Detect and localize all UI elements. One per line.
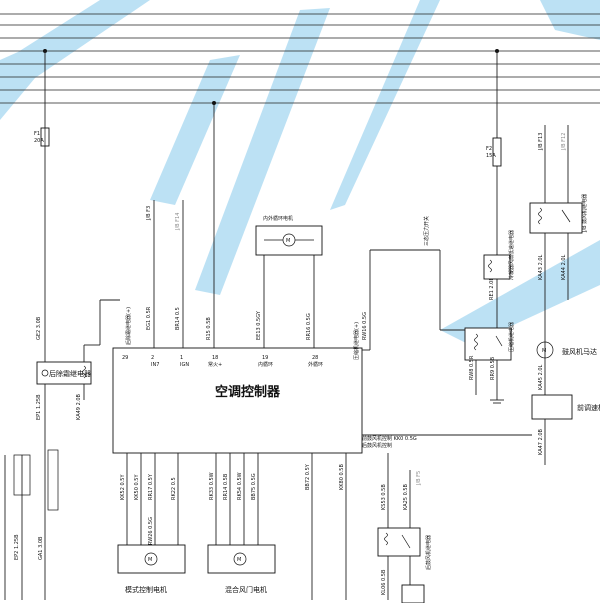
circulation-motor-label: 内外循环电机: [263, 215, 293, 222]
rear-defrost-relay-label: 后除霜继电器: [49, 369, 91, 378]
svg-text:M: M: [542, 348, 546, 354]
wire-kk52: KK52 0.5Y: [120, 474, 126, 500]
pressure-switch-label: 三态压力开关: [423, 216, 430, 246]
fuse-f1-branch: F1 20A GE2 3.0B: [34, 49, 50, 345]
ac-controller: 空调控制器 29 2 IN7 1 IGN 18 常火+ 19 内循环 28 外循…: [112, 307, 417, 454]
fuse-ref-3: J/B F13: [538, 133, 544, 151]
wire-kl06: KL06 0.5B: [381, 569, 387, 595]
fan-relay: 冷凝器风扇低速继电器: [439, 230, 515, 331]
blend-motor: M 混合风门电机: [207, 544, 276, 594]
wire-bb75: BB75 0.5G: [251, 473, 257, 500]
fuse-f2-branch: F2 15A RE1 2.0B: [486, 49, 502, 328]
wire-rr14: RR14 0.5B: [223, 473, 229, 500]
fuse-ref-4: J/B F12: [561, 133, 567, 151]
wire-kk80: KK80 0.5B: [339, 464, 345, 490]
wire-ka43: KA43 2.0L: [538, 254, 544, 280]
wire-eg1: EG1 0.5R: [146, 306, 152, 330]
note-rear-blower2: 后鼓风机控制: [362, 442, 392, 449]
ecu-pin-19-label: 内循环: [258, 361, 273, 368]
wire-rk33: RK33 0.5W: [209, 472, 215, 500]
mode-motor-label: 模式控制电机: [125, 585, 167, 594]
power-bus: [0, 13, 600, 104]
ecu-pin-28-label: 外循环: [308, 361, 323, 368]
wire-ep2: EP2 1.25B: [14, 534, 20, 560]
wire-rw8: RW8 0.5R: [469, 355, 475, 380]
relay-main-label: J/B 鼓风机继电器: [581, 194, 588, 233]
ecu-pin-1: 1: [180, 355, 183, 361]
rear-defrost-relay: 后除霜继电器 EP1 1.25B KA49 2.0B: [36, 299, 120, 540]
fuse-f1-id: F1: [34, 131, 40, 137]
blend-motor-label: 混合风门电机: [225, 585, 267, 594]
wire-kk50: KK50 0.5Y: [134, 474, 140, 500]
wire-rk22: RK22 0.5: [171, 477, 177, 500]
blower-speed-label: 前调速模块: [577, 403, 600, 412]
wire-rw26: RW26 0.5G: [148, 517, 154, 545]
rear-blower-relay: 后鼓风机继电器 KS53 0.5B KA25 0.5B KL06 0.5B J/…: [377, 453, 432, 603]
blower-motor-label: 鼓风机马达: [562, 347, 597, 356]
svg-text:M: M: [237, 557, 241, 563]
wire-ks53: KS53 0.5B: [381, 484, 387, 510]
compressor-relay: 压缩机继电器 RW8 0.5R RR9 0.5B: [464, 322, 515, 404]
wire-br14: BR14 0.5: [175, 307, 181, 330]
wire-ka49: KA49 2.0B: [76, 393, 82, 420]
ecu-pin-28: 28: [312, 355, 318, 361]
wire-ka44: KA44 2.0L: [561, 254, 567, 280]
svg-text:M: M: [286, 238, 290, 244]
note-rear-blower: 前鼓风机控制 KK0 0.5G: [362, 435, 417, 442]
wire-ga1: GA1 3.0B: [38, 536, 44, 560]
wire-rr16: RR16 0.5G: [306, 313, 312, 340]
ecu-pin-2: 2: [151, 355, 154, 361]
compressor-relay-label: 压缩机继电器: [508, 322, 515, 352]
circulation-motor: 内外循环电机 M: [255, 215, 323, 256]
fuse-f2: [492, 137, 502, 167]
ecu-pin-18-label: 常火+: [208, 361, 222, 368]
wire-ka47: KA47 2.0B: [538, 428, 544, 455]
ecu-pin-1-label: IGN: [180, 362, 189, 368]
wire-rk54: RK54 0.5W: [237, 472, 243, 500]
ecu-pin-29-label: 后除霜继电器(+): [125, 307, 132, 345]
left-bottom-wires: EP2 1.25B GA1 3.0B: [4, 449, 59, 600]
ecu-pin-19: 19: [262, 355, 268, 361]
fuse-f2-rating: 15A: [486, 153, 496, 159]
fuse-ref-1: J/B F3: [146, 206, 152, 221]
ecu-pin-29: 29: [122, 355, 128, 361]
ecu-pin-18: 18: [212, 355, 218, 361]
fuse-f1-rating: 20A: [34, 138, 44, 144]
wire-rw16: RW16 0.5G: [362, 312, 368, 340]
wire-ka45: KA45 2.0L: [538, 364, 544, 390]
wire-rr9: RR9 0.5B: [490, 356, 496, 380]
ecu-bottom-wires: KK52 0.5Y KK50 0.5Y RR17 0.5Y RK22 0.5 R…: [120, 453, 347, 600]
fuse-ref-2: J/B F14: [175, 213, 181, 231]
blower-relay: J/B 鼓风机继电器 J/B F13 J/B F12 KA43 2.0L KA4…: [529, 125, 588, 395]
wire-ep1: EP1 1.25B: [36, 394, 42, 420]
wire-ge2: GE2 3.0B: [36, 316, 42, 340]
rear-blower-relay-label: 后鼓风机继电器: [425, 535, 432, 570]
wire-rr17: RR17 0.5Y: [148, 473, 154, 500]
wire-r15: R15 0.5B: [206, 317, 212, 340]
watermark: [0, 0, 600, 345]
svg-text:M: M: [148, 557, 152, 563]
controller-title: 空调控制器: [215, 384, 281, 400]
wire-re1: RE1 2.0B: [489, 277, 495, 300]
ecu-pin-2-label: IN7: [151, 362, 159, 368]
mode-motor: M 模式控制电机: [117, 544, 186, 594]
blower-speed-module: 前调速模块 KA47 2.0B: [362, 394, 600, 465]
wire-ka25: KA25 0.5B: [403, 483, 409, 510]
fuse-f2-id: F2: [486, 146, 492, 152]
blower-motor: M 鼓风机马达 KA45 2.0L: [536, 341, 597, 390]
fan-relay-label: 冷凝器风扇低速继电器: [508, 230, 515, 280]
ecu-top-wires: EG1 0.5R J/B F3 BR14 0.5 J/B F14 R15 0.5…: [146, 101, 440, 351]
fuse-ref-5: J/B F5: [416, 471, 422, 486]
wire-ee13: EE13 0.5GY: [256, 310, 262, 340]
wire-bb72: BB72 0.5Y: [305, 463, 311, 490]
ecu-pin-6-label: 压缩机继电器(+): [353, 322, 360, 360]
